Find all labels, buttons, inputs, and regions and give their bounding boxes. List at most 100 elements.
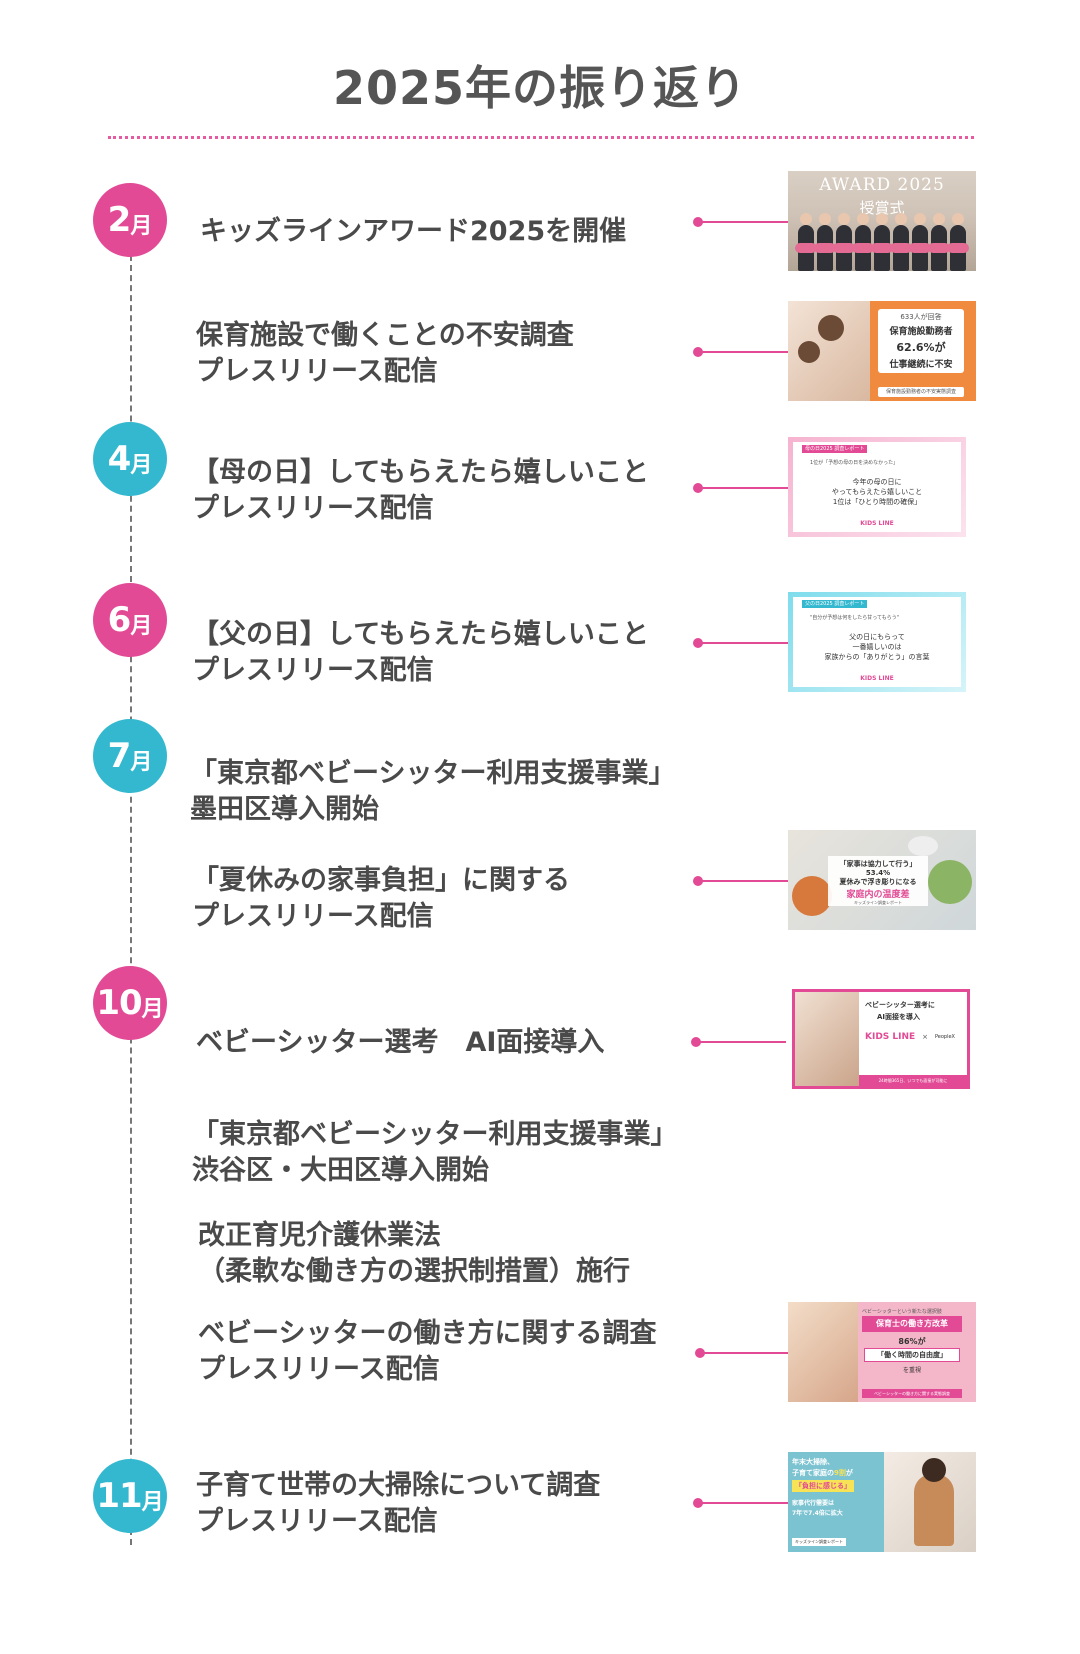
award-subtitle: 授賞式: [859, 199, 905, 217]
event-line: プレスリリース配信: [196, 356, 438, 387]
title-divider: [108, 136, 974, 139]
kidsline-logo: KIDS LINE: [860, 675, 894, 682]
event-line: 「夏休みの家事負担」に関する: [192, 865, 570, 896]
event-summer-housework: 「夏休みの家事負担」に関する プレスリリース配信: [192, 863, 570, 935]
cleaning-woman-photo: [884, 1452, 976, 1552]
cleaning-text-panel: 年末大掃除、 子育て家庭の9割が 「負担に感じる」 家事代行需要は 7年で7.4…: [788, 1452, 884, 1552]
award-title: AWARD 2025: [819, 175, 945, 195]
ai-line: ベビーシッター選考に: [865, 1001, 935, 1009]
award-ceremony-image[interactable]: AWARD 2025 授賞式: [788, 171, 976, 271]
month-number: 11: [96, 1476, 142, 1516]
survey-footer: 保育施設勤務者の不安実態調査: [878, 387, 964, 397]
survey-line: 62.6%が: [896, 341, 946, 354]
clean-highlight: 「負担に感じる」: [792, 1480, 854, 1492]
summer-housework-image[interactable]: 「家事は協力して行う」53.4% 夏休みで浮き彫りになる 家庭内の温度差 キッズ…: [788, 830, 976, 930]
sitter-photo: [795, 992, 859, 1086]
cleaning-survey-image[interactable]: 年末大掃除、 子育て家庭の9割が 「負担に感じる」 家事代行需要は 7年で7.4…: [788, 1452, 976, 1552]
event-line: 改正育児介護休業法: [198, 1220, 441, 1251]
work-banner: 保育士の働き方改革: [862, 1316, 962, 1332]
event-line: プレスリリース配信: [192, 901, 434, 932]
event-line: プレスリリース配信: [196, 1506, 438, 1537]
kidsline-logo: KIDS LINE: [865, 1032, 916, 1042]
month-number: 6: [107, 600, 132, 640]
summer-line: キッズライン調査レポート: [854, 900, 902, 905]
event-line: 【母の日】してもらえたら嬉しいこと: [192, 457, 649, 488]
page-title: 2025年の振り返り: [332, 61, 748, 115]
event-sitter-workstyle-survey: ベビーシッターの働き方に関する調査 プレスリリース配信: [198, 1316, 656, 1388]
survey-line: 仕事継続に不安: [889, 360, 953, 370]
work-line: 86%が: [898, 1337, 926, 1346]
event-line: 【父の日】してもらえたら嬉しいこと: [192, 619, 649, 650]
event-line: 渋谷区・大田区導入開始: [192, 1155, 489, 1186]
event-line: （柔軟な働き方の選択制措置）施行: [198, 1256, 630, 1287]
event-childcare-law: 改正育児介護休業法 （柔軟な働き方の選択制措置）施行: [198, 1218, 630, 1290]
event-shibuya-ota-support: 「東京都ベビーシッター利用支援事業」 渋谷区・大田区導入開始: [192, 1117, 677, 1189]
summer-line: 夏休みで浮き彫りになる: [839, 878, 917, 886]
work-line: を重視: [902, 1367, 921, 1374]
event-nursery-anxiety-survey: 保育施設で働くことの不安調査 プレスリリース配信: [196, 318, 574, 390]
month-suffix: 月: [130, 614, 153, 639]
peoplex-logo: PeopleX: [934, 1034, 955, 1040]
mothers-day-image[interactable]: 母の日2025 調査レポート 1位が「予想の母の日を決めなかった」 今年の母の日…: [788, 437, 966, 537]
month-number: 7: [107, 736, 132, 776]
survey-result-box: 633人が回答 保育施設勤務者 62.6%が 仕事継続に不安: [878, 309, 964, 373]
sitter-child-photo: [788, 1302, 858, 1402]
event-line: 墨田区導入開始: [190, 794, 379, 825]
clean-line: 7年で7.4倍に拡大: [792, 1510, 843, 1517]
report-line: 家族からの「ありがとう」の言葉: [824, 653, 930, 661]
food-photo: [908, 836, 938, 856]
survey-line: 保育施設勤務者: [889, 327, 953, 337]
event-line: プレスリリース配信: [198, 1354, 440, 1385]
month-suffix: 月: [130, 750, 153, 775]
survey-badge: 633人が回答: [900, 313, 942, 321]
connector: [693, 638, 788, 648]
connector: [693, 217, 788, 227]
clean-line: 年末大掃除、: [792, 1458, 834, 1466]
award-group-photo: [795, 213, 969, 271]
clean-line: 家事代行需要は: [792, 1500, 835, 1507]
food-photo: [928, 860, 972, 904]
connector: [693, 1498, 788, 1508]
sitter-workstyle-image[interactable]: ベビーシッターという新たな選択肢 保育士の働き方改革 86%が 「働く時間の自由…: [788, 1302, 976, 1402]
report-quote: 1位が「予想の母の日を決めなかった」: [810, 460, 899, 466]
clean-line: 子育て家庭の9割が: [792, 1469, 853, 1477]
event-kidsline-award: キッズラインアワード2025を開催: [200, 214, 626, 250]
work-line: 「働く時間の自由度」: [864, 1348, 960, 1362]
event-line: キッズラインアワード2025を開催: [200, 216, 627, 247]
summer-headline-panel: 「家事は協力して行う」53.4% 夏休みで浮き彫りになる 家庭内の温度差 キッズ…: [828, 856, 928, 906]
event-sumida-support: 「東京都ベビーシッター利用支援事業」 墨田区導入開始: [190, 756, 675, 828]
clean-footer: キッズライン調査レポート: [792, 1538, 846, 1546]
report-line: やってもらえたら嬉しいこと: [831, 488, 923, 496]
partner-logos: KIDS LINE × PeopleX: [865, 1032, 955, 1042]
event-line: 「東京都ベビーシッター利用支援事業」: [192, 1119, 678, 1150]
report-tag: 母の日2025 調査レポート: [802, 445, 868, 453]
report-quote: "自分が予想は何をしたら甘ってもらう": [810, 615, 900, 621]
nursery-survey-image[interactable]: 633人が回答 保育施設勤務者 62.6%が 仕事継続に不安 保育施設勤務者の不…: [788, 301, 976, 401]
connector: [695, 1348, 788, 1358]
timeline-line: [130, 255, 132, 1545]
event-mothers-day: 【母の日】してもらえたら嬉しいこと プレスリリース配信: [192, 455, 649, 527]
event-cleaning-survey: 子育て世帯の大掃除について調査 プレスリリース配信: [196, 1468, 600, 1540]
report-line: 一番嬉しいのは: [852, 643, 902, 651]
report-line: 今年の母の日に: [852, 478, 902, 486]
work-footer: ベビーシッターの働き方に関する実態調査: [862, 1389, 962, 1398]
ai-interview-image[interactable]: ベビーシッター選考に AI面接を導入 KIDS LINE × PeopleX 2…: [792, 989, 970, 1089]
mother-child-photo: [788, 301, 870, 401]
food-photo: [792, 876, 832, 916]
event-line: ベビーシッター選考 AI面接導入: [196, 1027, 605, 1058]
fathers-day-image[interactable]: 父の日2025 調査レポート "自分が予想は何をしたら甘ってもらう" 父の日にも…: [788, 592, 966, 692]
summer-line: 家庭内の温度差: [846, 890, 910, 900]
connector: [693, 483, 788, 493]
month-number: 4: [107, 439, 132, 479]
ai-line: AI面接を導入: [877, 1013, 921, 1021]
event-line: プレスリリース配信: [192, 493, 434, 524]
month-number: 2: [107, 200, 132, 240]
event-fathers-day: 【父の日】してもらえたら嬉しいこと プレスリリース配信: [192, 617, 649, 689]
connector: [693, 347, 788, 357]
